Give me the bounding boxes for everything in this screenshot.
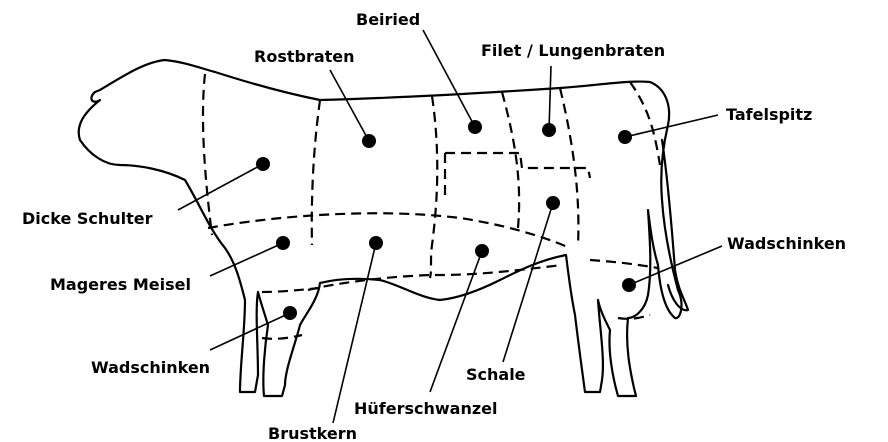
label-wadschinken-front: Wadschinken	[91, 359, 210, 377]
cow-tail	[662, 140, 688, 310]
cut-belly	[208, 213, 570, 248]
cut-tafelspitz-front	[630, 82, 660, 165]
label-rostbraten: Rostbraten	[254, 48, 355, 66]
leader-schale	[503, 203, 553, 362]
label-hueferschwanzel: Hüferschwanzel	[354, 400, 498, 418]
label-beiried: Beiried	[356, 11, 420, 29]
label-tafelspitz: Tafelspitz	[726, 106, 812, 124]
cut-filet-back	[560, 88, 578, 245]
cut-rostbraten-front	[312, 100, 320, 245]
leader-wadschinken-front	[210, 313, 290, 350]
cut-shoulder-front	[203, 74, 212, 235]
label-filet: Filet / Lungenbraten	[481, 42, 665, 60]
leader-mageres-meisel	[210, 243, 283, 276]
leader-beiried	[423, 30, 475, 127]
leader-rostbraten	[330, 70, 369, 141]
leader-filet	[549, 66, 551, 130]
leader-brustkern	[333, 243, 376, 423]
cut-beiried-front	[430, 96, 437, 278]
label-dicke-schulter: Dicke Schulter	[22, 210, 153, 228]
cut-belly-low	[308, 265, 562, 290]
label-mageres-meisel: Mageres Meisel	[50, 276, 191, 294]
cut-rear-leg	[590, 260, 658, 268]
cow-outline	[79, 60, 682, 396]
leader-tafelspitz	[625, 115, 718, 137]
label-schale: Schale	[466, 366, 526, 384]
leader-dicke-schulter	[178, 164, 263, 210]
cut-beiried-back	[502, 92, 519, 228]
label-wadschinken-rear: Wadschinken	[727, 235, 846, 253]
label-brustkern: Brustkern	[268, 425, 357, 442]
